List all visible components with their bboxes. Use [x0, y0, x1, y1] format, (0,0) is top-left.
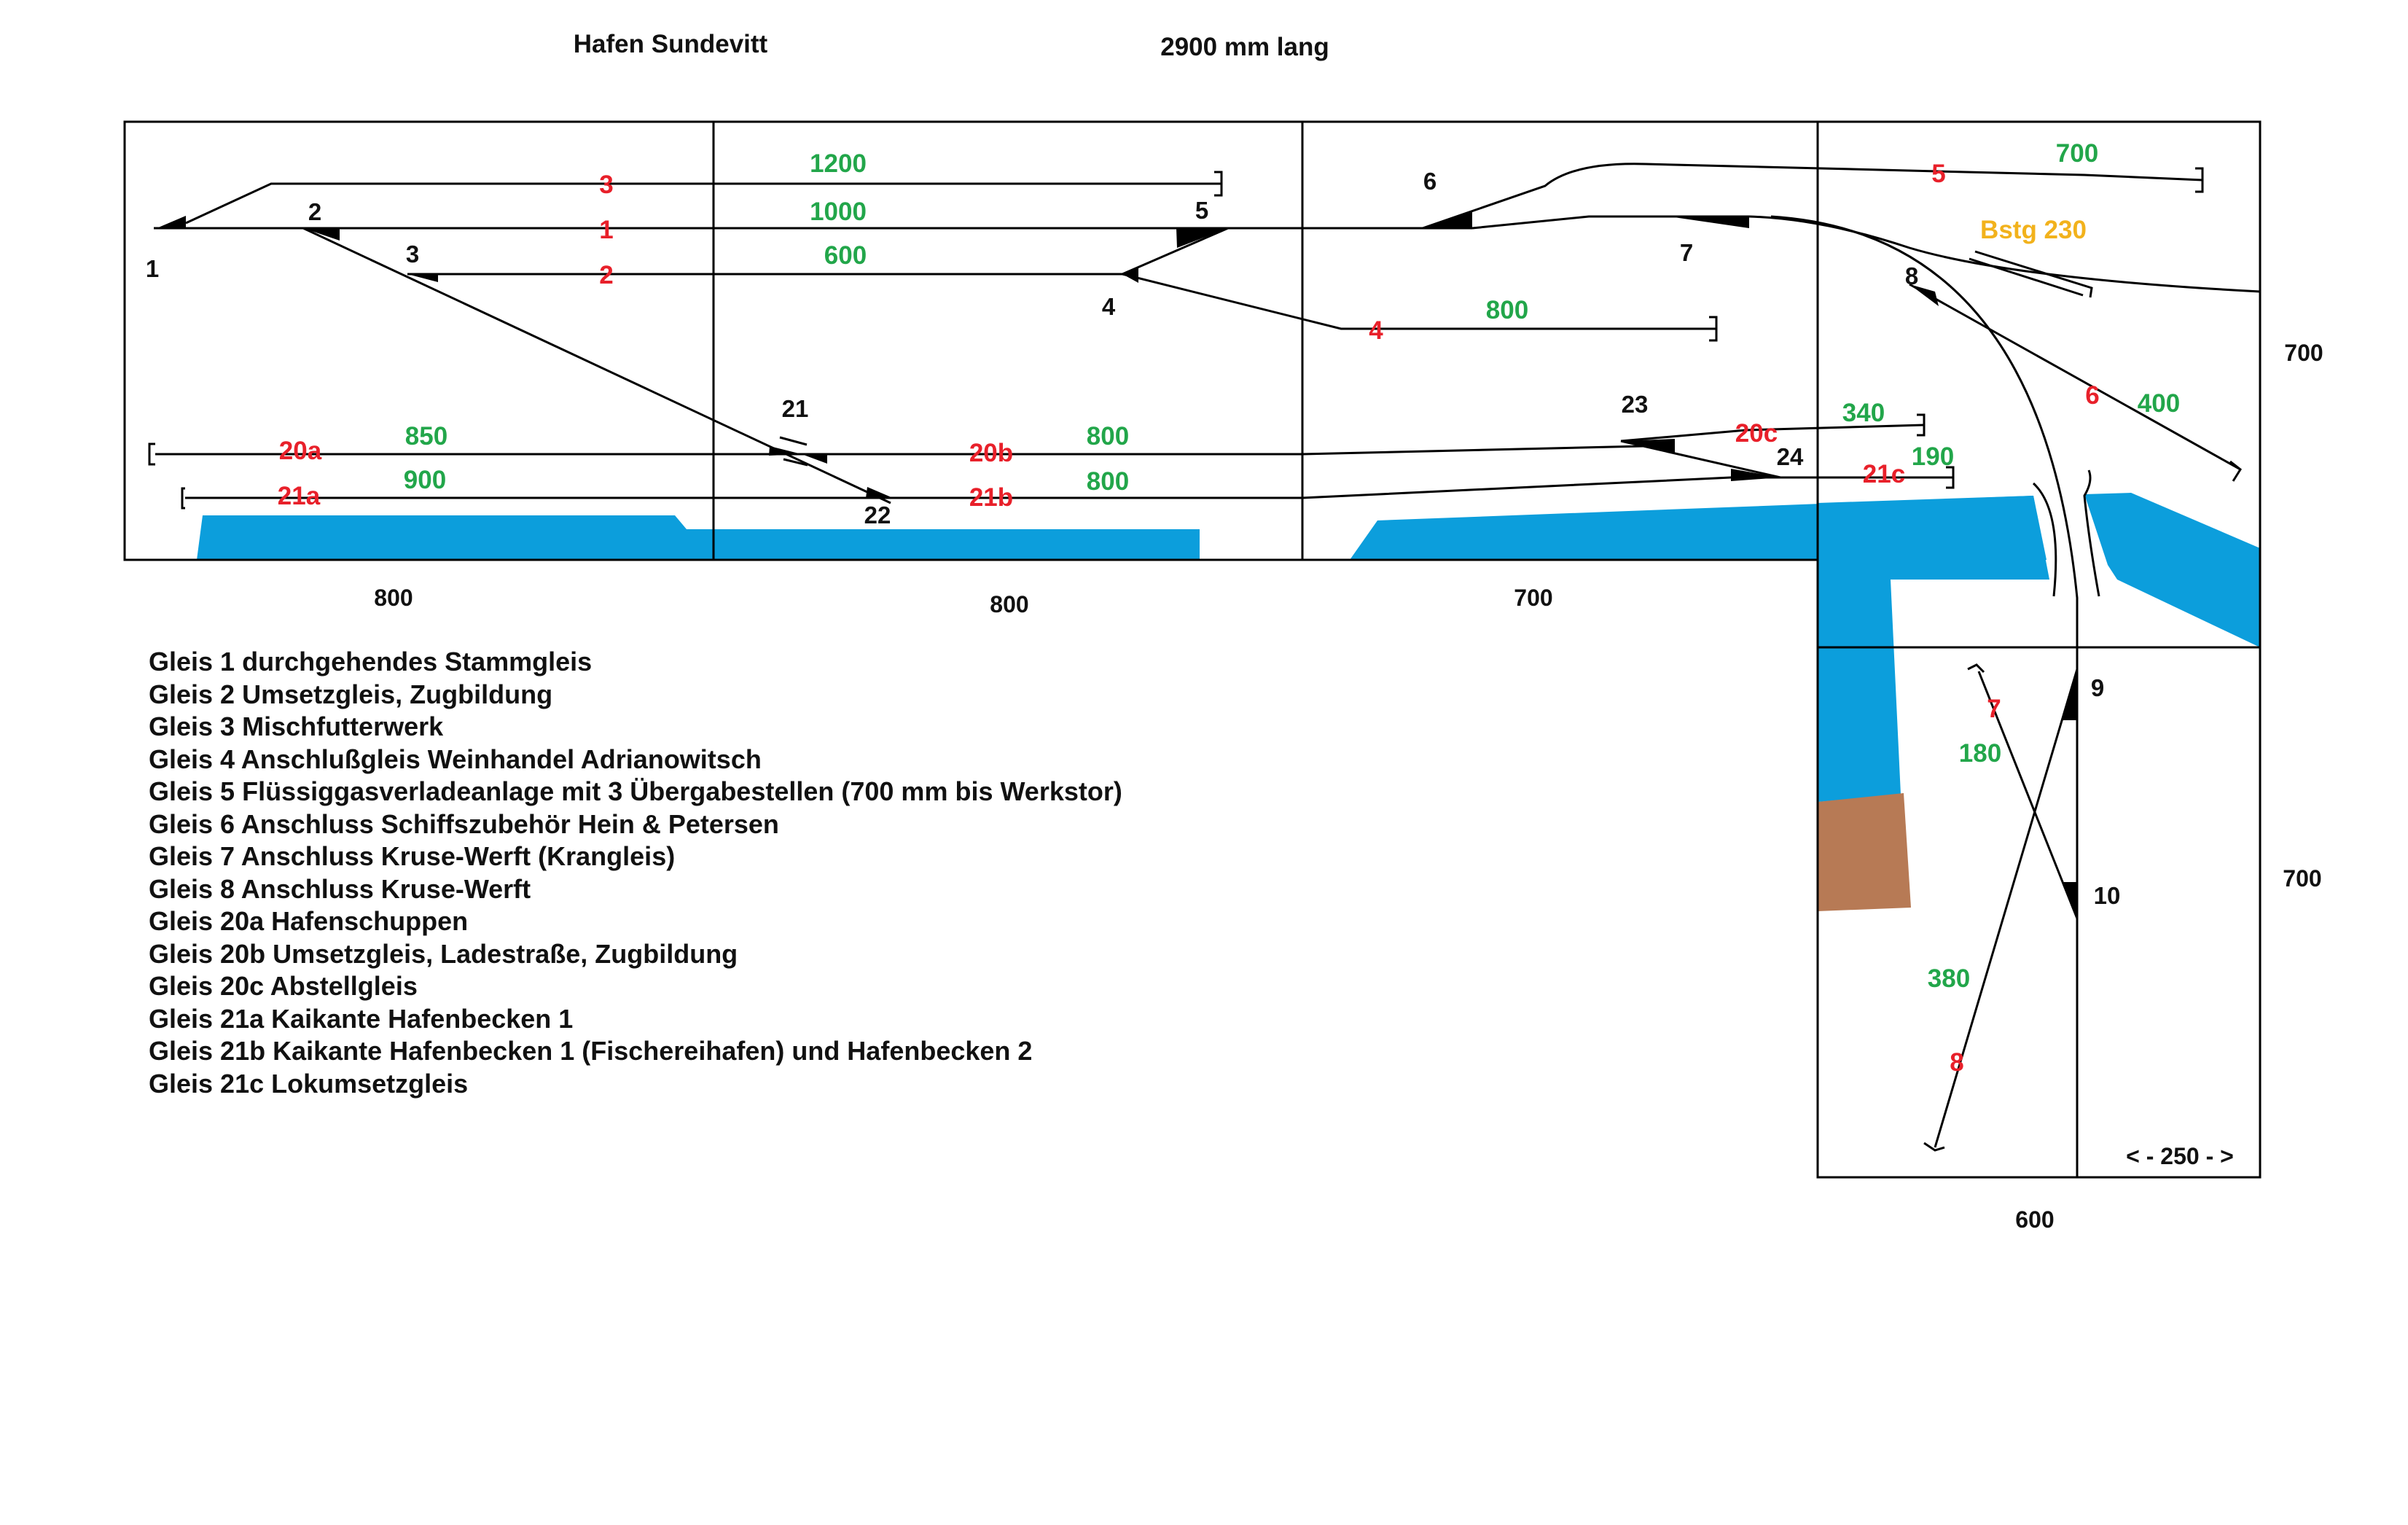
switch-label-8: 8 — [1905, 262, 1918, 289]
switch-label-10: 10 — [2094, 882, 2121, 909]
track-length-5: 700 — [2056, 139, 2098, 168]
switch-numbers: 1 2 3 4 5 6 7 8 9 10 21 22 23 24 — [146, 168, 2121, 909]
track-number-4: 4 — [1369, 316, 1383, 345]
switch-label-4: 4 — [1102, 293, 1116, 320]
legend-item: Gleis 3 Mischfutterwerk — [149, 711, 444, 741]
track-number-21a: 21a — [278, 482, 321, 510]
small-width-note: < - 250 - > — [2126, 1143, 2234, 1169]
switch-label-5: 5 — [1195, 197, 1208, 224]
switch-label-3: 3 — [406, 241, 419, 268]
track-length-4: 800 — [1486, 296, 1528, 324]
switch-label-22: 22 — [864, 502, 891, 529]
switch-label-23: 23 — [1622, 391, 1649, 418]
track-number-7: 7 — [1987, 695, 2001, 723]
module-width-4: 600 — [2015, 1206, 2054, 1233]
harbour-water — [197, 493, 2260, 802]
module-width-2: 800 — [990, 591, 1028, 617]
track-length-3: 1200 — [810, 149, 867, 178]
track-number-20b: 20b — [969, 439, 1013, 467]
platform-label: Bstg 230 — [1980, 216, 2087, 244]
track-length-8: 380 — [1928, 964, 1970, 993]
legend-item: Gleis 20b Umsetzgleis, Ladestraße, Zugbi… — [149, 938, 738, 969]
track-number-21c: 21c — [1863, 460, 1905, 488]
track-numbers: 3 1 2 4 5 6 20a 20b 20c 21a 21b 21c 7 8 — [278, 160, 2100, 1077]
switch-label-21: 21 — [782, 395, 809, 422]
switch-label-7: 7 — [1680, 239, 1693, 266]
module-height-1: 700 — [2284, 340, 2323, 366]
track-length-21c: 190 — [1912, 442, 1954, 471]
track-length-1: 1000 — [810, 198, 867, 226]
legend-item: Gleis 20c Abstellgleis — [149, 971, 418, 1001]
switch-label-1: 1 — [146, 255, 159, 282]
track-length-2: 600 — [824, 241, 867, 270]
legend-item: Gleis 21b Kaikante Hafenbecken 1 (Fische… — [149, 1036, 1033, 1066]
legend-item: Gleis 7 Anschluss Kruse-Werft (Krangleis… — [149, 841, 676, 871]
track-length-20a: 850 — [405, 422, 447, 451]
track-lengths: 1200 1000 600 800 700 400 850 800 340 90… — [404, 139, 2180, 993]
legend-item: Gleis 21a Kaikante Hafenbecken 1 — [149, 1003, 574, 1034]
track-legend: Gleis 1 durchgehendes Stammgleis Gleis 2… — [149, 646, 1122, 1100]
legend-item: Gleis 5 Flüssiggasverladeanlage mit 3 Üb… — [149, 776, 1122, 806]
tracks — [148, 163, 2261, 1152]
track-number-21b: 21b — [969, 483, 1013, 512]
track-number-1: 1 — [599, 216, 613, 244]
module-dimensions: 800 800 700 600 700 700 < - 250 - > — [374, 340, 2323, 1233]
track-number-6: 6 — [2085, 381, 2099, 410]
track-number-20c: 20c — [1735, 419, 1778, 448]
module-height-2: 700 — [2283, 865, 2321, 892]
plan-title: Hafen Sundevitt — [574, 30, 768, 58]
track-length-21a: 900 — [404, 466, 446, 494]
legend-item: Gleis 1 durchgehendes Stammgleis — [149, 647, 593, 676]
shipyard-area — [1818, 793, 1911, 911]
switch-frogs — [157, 211, 2077, 918]
legend-item: Gleis 4 Anschlußgleis Weinhandel Adriano… — [149, 744, 762, 774]
legend-item: Gleis 2 Umsetzgleis, Zugbildung — [149, 679, 553, 709]
track-number-8: 8 — [1950, 1048, 1963, 1077]
track-length-20c: 340 — [1842, 399, 1885, 427]
track-length-21b: 800 — [1087, 467, 1129, 496]
legend-item: Gleis 20a Hafenschuppen — [149, 906, 469, 936]
track-number-20a: 20a — [279, 437, 322, 465]
track-length-7: 180 — [1959, 739, 2001, 768]
track-number-3: 3 — [599, 171, 613, 199]
track-number-5: 5 — [1931, 160, 1945, 188]
track-length-20b: 800 — [1087, 422, 1129, 451]
switch-label-9: 9 — [2091, 674, 2104, 701]
module-width-1: 800 — [374, 585, 413, 611]
switch-label-6: 6 — [1423, 168, 1436, 195]
legend-item: Gleis 8 Anschluss Kruse-Werft — [149, 873, 531, 904]
legend-item: Gleis 6 Anschluss Schiffszubehör Hein & … — [149, 808, 779, 839]
length-note: 2900 mm lang — [1160, 33, 1329, 61]
legend-item: Gleis 21c Lokumsetzgleis — [149, 1068, 469, 1099]
track-number-2: 2 — [599, 261, 613, 289]
switch-label-2: 2 — [308, 198, 321, 225]
module-width-3: 700 — [1514, 585, 1552, 611]
track-length-6: 400 — [2138, 389, 2180, 418]
switch-label-24: 24 — [1777, 443, 1804, 470]
